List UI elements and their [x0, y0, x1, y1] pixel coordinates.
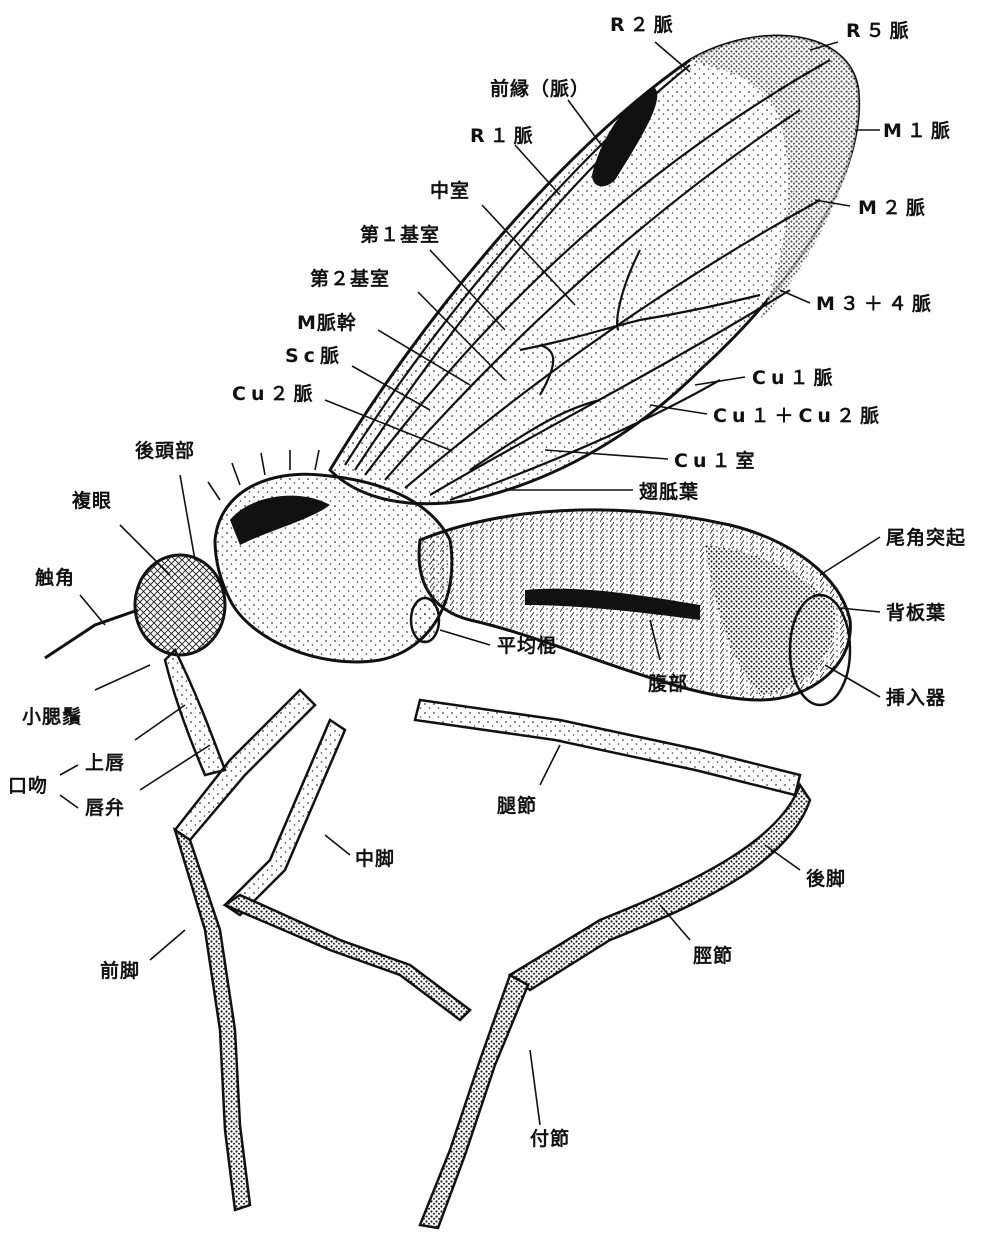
label-m-stem: M脈幹	[297, 312, 357, 334]
label-tibia: 脛節	[693, 945, 733, 967]
fore-leg-lower	[175, 830, 250, 1210]
label-cu1-vein: Cu１脈	[752, 367, 837, 389]
label-intromittent-organ: 挿入器	[886, 687, 946, 709]
label-m3-4-vein: M３＋４脈	[816, 293, 936, 315]
label-m1-vein: M１脈	[883, 120, 955, 142]
halter-shape	[411, 598, 439, 642]
label-labellum: 唇弁	[85, 797, 125, 819]
label-fore-leg: 前脚	[100, 960, 140, 982]
label-occiput: 後頭部	[135, 440, 195, 462]
mid-leg-lower	[225, 895, 470, 1020]
label-mid-leg: 中脚	[355, 848, 395, 870]
label-labrum: 上唇	[85, 752, 125, 774]
label-palp: 小腮鬚	[22, 706, 82, 728]
label-costa: 前縁（脈）	[490, 78, 590, 100]
label-cu1-cu2-vein: Cu１＋Cu２脈	[713, 405, 884, 427]
label-r5-vein: R５脈	[846, 20, 914, 42]
label-tergal-lobe: 背板葉	[886, 602, 946, 624]
hind-leg-tarsus	[420, 975, 528, 1228]
label-halter: 平均棍	[497, 635, 557, 657]
label-tarsus: 付節	[530, 1128, 570, 1150]
antenna-shape	[45, 610, 138, 658]
label-mouthparts: 口吻	[8, 775, 48, 797]
compound-eye-shape	[135, 555, 225, 655]
hind-leg-tibia	[510, 785, 810, 990]
label-basal-cell-1: 第１基室	[360, 224, 440, 246]
label-cu2-vein: Cu２脈	[232, 383, 317, 405]
label-m2-vein: M２脈	[858, 197, 930, 219]
label-r1-vein: R１脈	[470, 125, 538, 147]
label-cercus: 尾角突起	[886, 527, 966, 549]
label-sc-vein: Sc脈	[285, 345, 344, 367]
label-abdomen: 腹部	[648, 673, 688, 695]
label-discal-cell: 中室	[430, 180, 470, 202]
abdomen-shape	[411, 510, 850, 705]
label-femur: 腿節	[497, 795, 537, 817]
label-r2-vein: R２脈	[610, 14, 678, 36]
label-cu1-cell: Cu１室	[674, 450, 759, 472]
label-basal-cell-2: 第２基室	[310, 268, 390, 290]
label-alula: 翅胝葉	[639, 481, 699, 503]
label-hind-leg: 後脚	[806, 868, 846, 890]
label-antenna: 触角	[35, 567, 75, 589]
hind-leg-femur	[415, 700, 800, 795]
label-compound-eye: 複眼	[72, 490, 112, 512]
